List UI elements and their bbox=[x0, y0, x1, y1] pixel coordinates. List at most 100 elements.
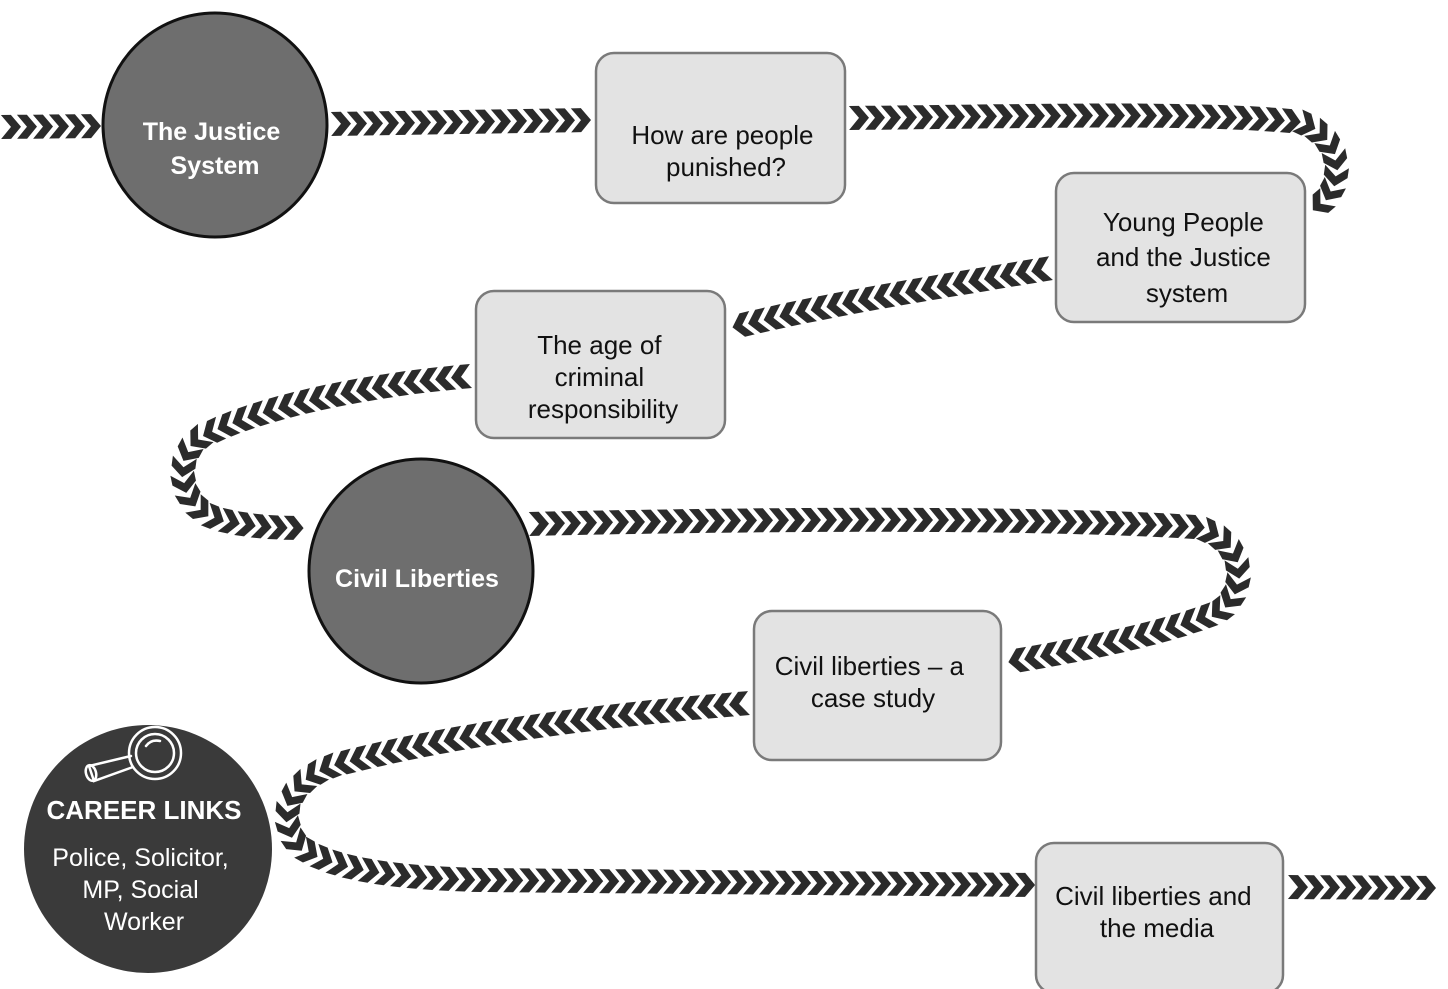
topic-label-line: responsibility bbox=[528, 394, 678, 424]
chevron-arrow bbox=[234, 511, 256, 537]
chevron-arrow bbox=[1120, 511, 1141, 536]
chevron-arrow bbox=[419, 367, 441, 393]
chevron-arrow bbox=[774, 870, 796, 895]
chevron-arrow bbox=[293, 388, 316, 414]
chevron-arrow bbox=[1072, 103, 1093, 128]
chevron-arrow bbox=[1024, 644, 1046, 670]
chevron-arrow bbox=[474, 109, 495, 134]
chevron-arrow bbox=[1180, 607, 1204, 634]
chevron-arrow bbox=[950, 872, 972, 897]
chevron-arrow bbox=[976, 508, 997, 533]
chevron-arrow bbox=[1184, 514, 1205, 539]
chevron-arrow bbox=[171, 455, 197, 478]
chevron-arrow bbox=[880, 105, 901, 130]
chevron-arrow bbox=[1024, 509, 1045, 534]
chevron-arrow bbox=[912, 507, 933, 532]
chevron-arrow bbox=[681, 695, 703, 721]
chevron-arrow bbox=[896, 105, 917, 130]
topic-label-line: and the Justice bbox=[1096, 242, 1271, 272]
chevron-arrow bbox=[1152, 512, 1173, 538]
svg-text:CAREER LINKS: CAREER LINKS bbox=[46, 795, 241, 825]
chevron-arrow bbox=[48, 114, 69, 139]
topic-box bbox=[752, 609, 1003, 762]
chevron-arrow bbox=[503, 868, 524, 893]
chevron-arrow bbox=[854, 871, 876, 896]
chevron-arrow bbox=[864, 105, 885, 130]
chevron-arrow bbox=[710, 870, 732, 895]
chevron-arrow bbox=[435, 365, 457, 391]
chevron-arrow bbox=[487, 868, 508, 893]
chevron-arrow bbox=[624, 509, 645, 535]
chevron-arrow bbox=[795, 297, 818, 324]
chevron-arrow bbox=[742, 870, 764, 895]
chevron-arrow bbox=[319, 752, 343, 779]
chevron-arrow bbox=[896, 507, 917, 532]
topic-box bbox=[1054, 171, 1307, 324]
chevron-arrow bbox=[1312, 188, 1336, 213]
chevron-arrow bbox=[390, 862, 412, 888]
chevron-arrow bbox=[713, 692, 735, 718]
svg-text:Civil liberties – a case: Civil liberties – a case study bbox=[775, 651, 972, 713]
chevron-arrow bbox=[1304, 117, 1328, 143]
chevron-arrow bbox=[403, 368, 425, 395]
chevron-arrow bbox=[396, 734, 419, 761]
topic-label-line: The age of bbox=[537, 330, 662, 360]
chevron-arrow bbox=[729, 691, 750, 716]
chevron-arrow bbox=[1303, 875, 1324, 900]
chevron-arrow bbox=[443, 725, 466, 752]
chevron-arrow bbox=[640, 509, 661, 534]
chevron-arrow bbox=[341, 853, 364, 880]
topic-label-line: Civil liberties and bbox=[1055, 881, 1252, 911]
chevron-arrow bbox=[842, 288, 864, 314]
chevron-arrow bbox=[768, 508, 789, 533]
svg-text:Police, Solicitor, MP, S: Police, Solicitor, MP, Social Worker bbox=[52, 844, 235, 936]
chevron-arrow bbox=[174, 483, 201, 507]
chevron-arrow bbox=[649, 698, 671, 724]
chevron-arrow bbox=[281, 782, 308, 806]
chevron-arrow bbox=[277, 391, 301, 418]
chevron-arrow bbox=[438, 866, 460, 891]
chevron-arrow bbox=[1323, 164, 1349, 187]
chevron-arrow bbox=[458, 109, 479, 135]
chevron-arrow bbox=[889, 280, 912, 306]
chevron-arrow bbox=[1008, 104, 1029, 129]
chevron-arrow bbox=[275, 801, 301, 823]
topic-box bbox=[594, 51, 847, 205]
chevron-arrow bbox=[1314, 130, 1341, 155]
magnifying-glass-icon bbox=[84, 725, 183, 783]
chevron-arrow bbox=[538, 108, 559, 133]
chevron-arrow bbox=[736, 508, 757, 533]
chevron-arrow bbox=[340, 378, 363, 404]
topic-label-line: punished? bbox=[666, 152, 786, 182]
chevron-arrow bbox=[672, 509, 693, 534]
chevron-arrow bbox=[394, 110, 415, 136]
chevron-arrow bbox=[346, 111, 367, 136]
career-links-line: MP, Social bbox=[82, 876, 198, 904]
chevron-arrow bbox=[1164, 612, 1188, 639]
chevron-arrow bbox=[886, 871, 908, 896]
chevron-arrow bbox=[334, 748, 357, 775]
svg-text:Civil Liberties: Civil Liberties bbox=[335, 565, 499, 593]
chevron-arrow bbox=[920, 274, 943, 300]
chevron-arrow bbox=[177, 437, 204, 461]
chevron-arrow bbox=[880, 507, 901, 532]
chevron-arrow bbox=[217, 507, 240, 534]
chevron-arrow bbox=[283, 515, 304, 540]
chevron-arrow bbox=[490, 718, 513, 744]
milestone-justice-system: The Justice System bbox=[101, 11, 329, 239]
chevron-arrow bbox=[519, 868, 540, 893]
chevron-arrow bbox=[1220, 584, 1247, 608]
chevron-arrow bbox=[1168, 513, 1189, 539]
milestone-circle bbox=[101, 11, 329, 239]
chevron-arrow bbox=[614, 869, 636, 894]
chevron-arrow bbox=[1319, 875, 1340, 900]
chevron-arrow bbox=[1195, 602, 1219, 629]
chevron-arrow bbox=[1104, 510, 1125, 536]
chevron-arrow bbox=[362, 111, 383, 136]
chevron-arrow bbox=[1071, 635, 1094, 661]
chevron-arrow bbox=[1335, 875, 1356, 900]
chevron-arrow bbox=[16, 114, 37, 139]
chevron-arrow bbox=[1232, 105, 1253, 130]
chevron-arrow bbox=[1136, 103, 1157, 128]
chevron-arrow bbox=[324, 381, 347, 407]
